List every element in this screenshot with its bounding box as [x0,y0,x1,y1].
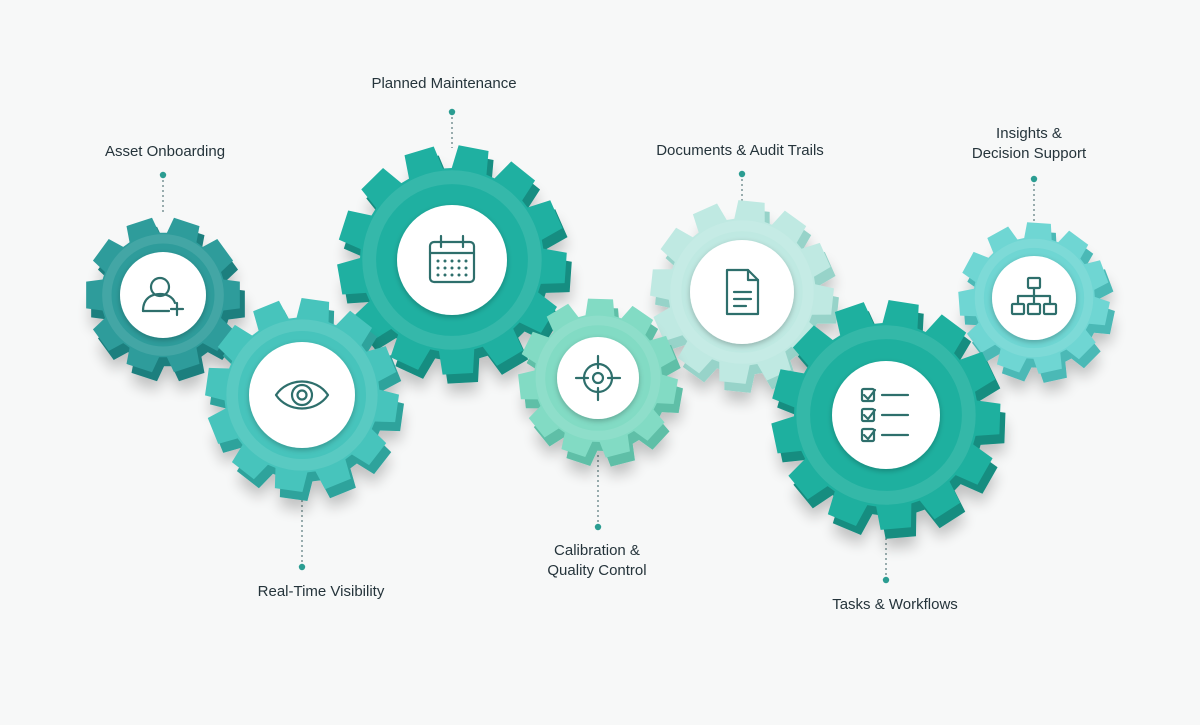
connector-dot [594,523,602,531]
label-line: Insights & [996,125,1062,142]
crosshair-icon [574,354,622,402]
label-calibration-quality-control: Calibration & Quality Control [547,541,646,581]
connector-insights-decision-support [1030,175,1038,225]
label-real-time-visibility: Real-Time Visibility [258,582,385,602]
gear-tasks-workflows [771,300,1006,539]
connector-dot [738,170,746,178]
connector-dot [298,563,306,571]
gear-real-time-visibility [205,298,404,501]
gear-planned-maintenance [337,145,572,384]
connector-asset-onboarding [159,171,167,212]
label-line: Calibration & [554,542,640,559]
label-planned-maintenance: Planned Maintenance [371,74,516,94]
label-line: Quality Control [547,562,647,579]
gear-calibration-quality-control [518,298,683,467]
document-icon [725,268,760,316]
label-line: Documents & Audit Trails [656,142,824,159]
label-documents-audit-trails: Documents & Audit Trails [656,141,824,161]
label-line: Asset Onboarding [104,143,226,160]
label-line: Planned Maintenance [371,75,517,92]
gear-hub [557,337,639,419]
label-line: Real-Time Visibility [257,583,385,600]
user-plus-icon [141,276,185,317]
label-line: Decision Support [971,145,1087,162]
label-asset-onboarding: Asset Onboarding [105,142,225,162]
connector-dot [448,108,456,116]
hierarchy-icon [1010,276,1058,316]
connector-dot [1030,175,1038,183]
connector-real-time-visibility [298,495,306,571]
gear-hub [249,342,355,448]
label-insights-decision-support: Insights & Decision Support [972,124,1086,164]
connector-documents-audit-trails [738,170,746,203]
gear-documents-audit-trails [650,200,839,393]
gear-insights-decision-support [958,222,1115,383]
gear-asset-onboarding [86,217,245,382]
connector-calibration-quality-control [594,455,602,531]
checklist-icon [860,387,910,443]
connector-dot [882,576,890,584]
eye-icon [274,380,330,410]
calendar-icon [428,234,476,284]
label-line: Tasks & Workflows [832,596,958,613]
connector-planned-maintenance [448,108,456,148]
label-tasks-workflows: Tasks & Workflows [832,595,958,615]
connector-dot [159,171,167,179]
